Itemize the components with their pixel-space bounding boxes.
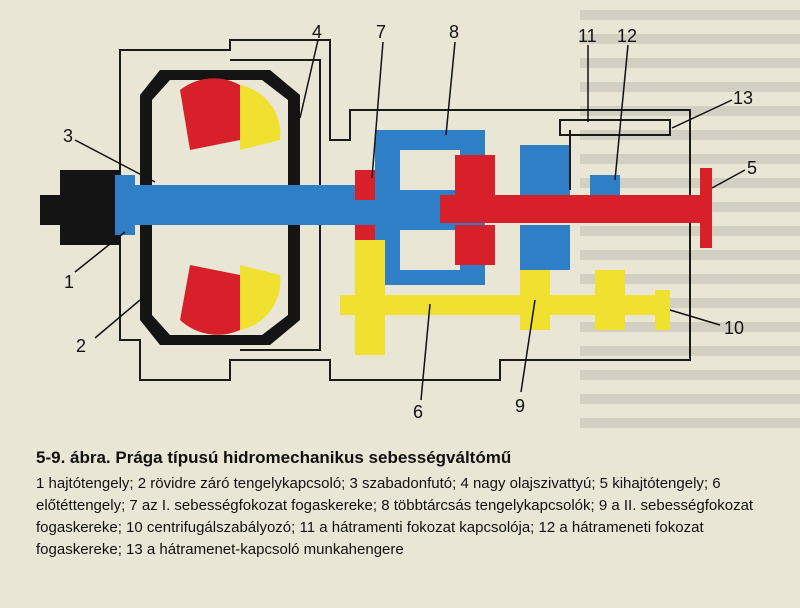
reverse-gears-lower (520, 225, 570, 270)
turbine-top (240, 85, 281, 150)
output-shaft (440, 195, 710, 223)
label-4: 4 (312, 22, 322, 42)
label-6: 6 (413, 402, 423, 422)
label-10: 10 (724, 318, 744, 338)
governor (655, 290, 670, 330)
housing-outline (119, 39, 691, 381)
label-5: 5 (747, 158, 757, 178)
transmission-diagram: 1 2 3 4 5 6 7 8 9 10 11 12 13 (40, 22, 757, 422)
label-7: 7 (376, 22, 386, 42)
countershaft-gear-1 (355, 240, 385, 355)
label-8: 8 (449, 22, 459, 42)
clutch-red-bottom (455, 225, 495, 265)
input-flange (40, 195, 70, 225)
caption-body: 1 hajtótengely; 2 rövidre záró tengelyka… (36, 475, 754, 558)
label-9: 9 (515, 396, 525, 416)
clutch-plates-bottom (400, 230, 460, 270)
reverse-gear-12 (590, 175, 620, 195)
pump-impeller-top (180, 78, 240, 150)
label-2: 2 (76, 336, 86, 356)
counter-shaft (340, 295, 660, 315)
pump-impeller-bottom (180, 265, 240, 335)
clutch-red-top (455, 155, 495, 195)
freewheel (115, 175, 135, 235)
label-13: 13 (733, 88, 753, 108)
label-3: 3 (63, 126, 73, 146)
reverse-gears (520, 145, 570, 195)
caption-title: 5-9. ábra. Prága típusú hidromechanikus … (36, 448, 512, 467)
label-11: 11 (578, 26, 597, 46)
clutch-plates-top (400, 150, 460, 190)
reverse-cylinder (559, 119, 671, 136)
label-12: 12 (617, 26, 637, 46)
figure-caption: 5-9. ábra. Prága típusú hidromechanikus … (36, 447, 764, 561)
label-1: 1 (64, 272, 74, 292)
output-flange (700, 168, 712, 248)
leader-lines (74, 39, 746, 401)
turbine-bottom (240, 265, 281, 330)
countershaft-gear-right (595, 270, 625, 330)
